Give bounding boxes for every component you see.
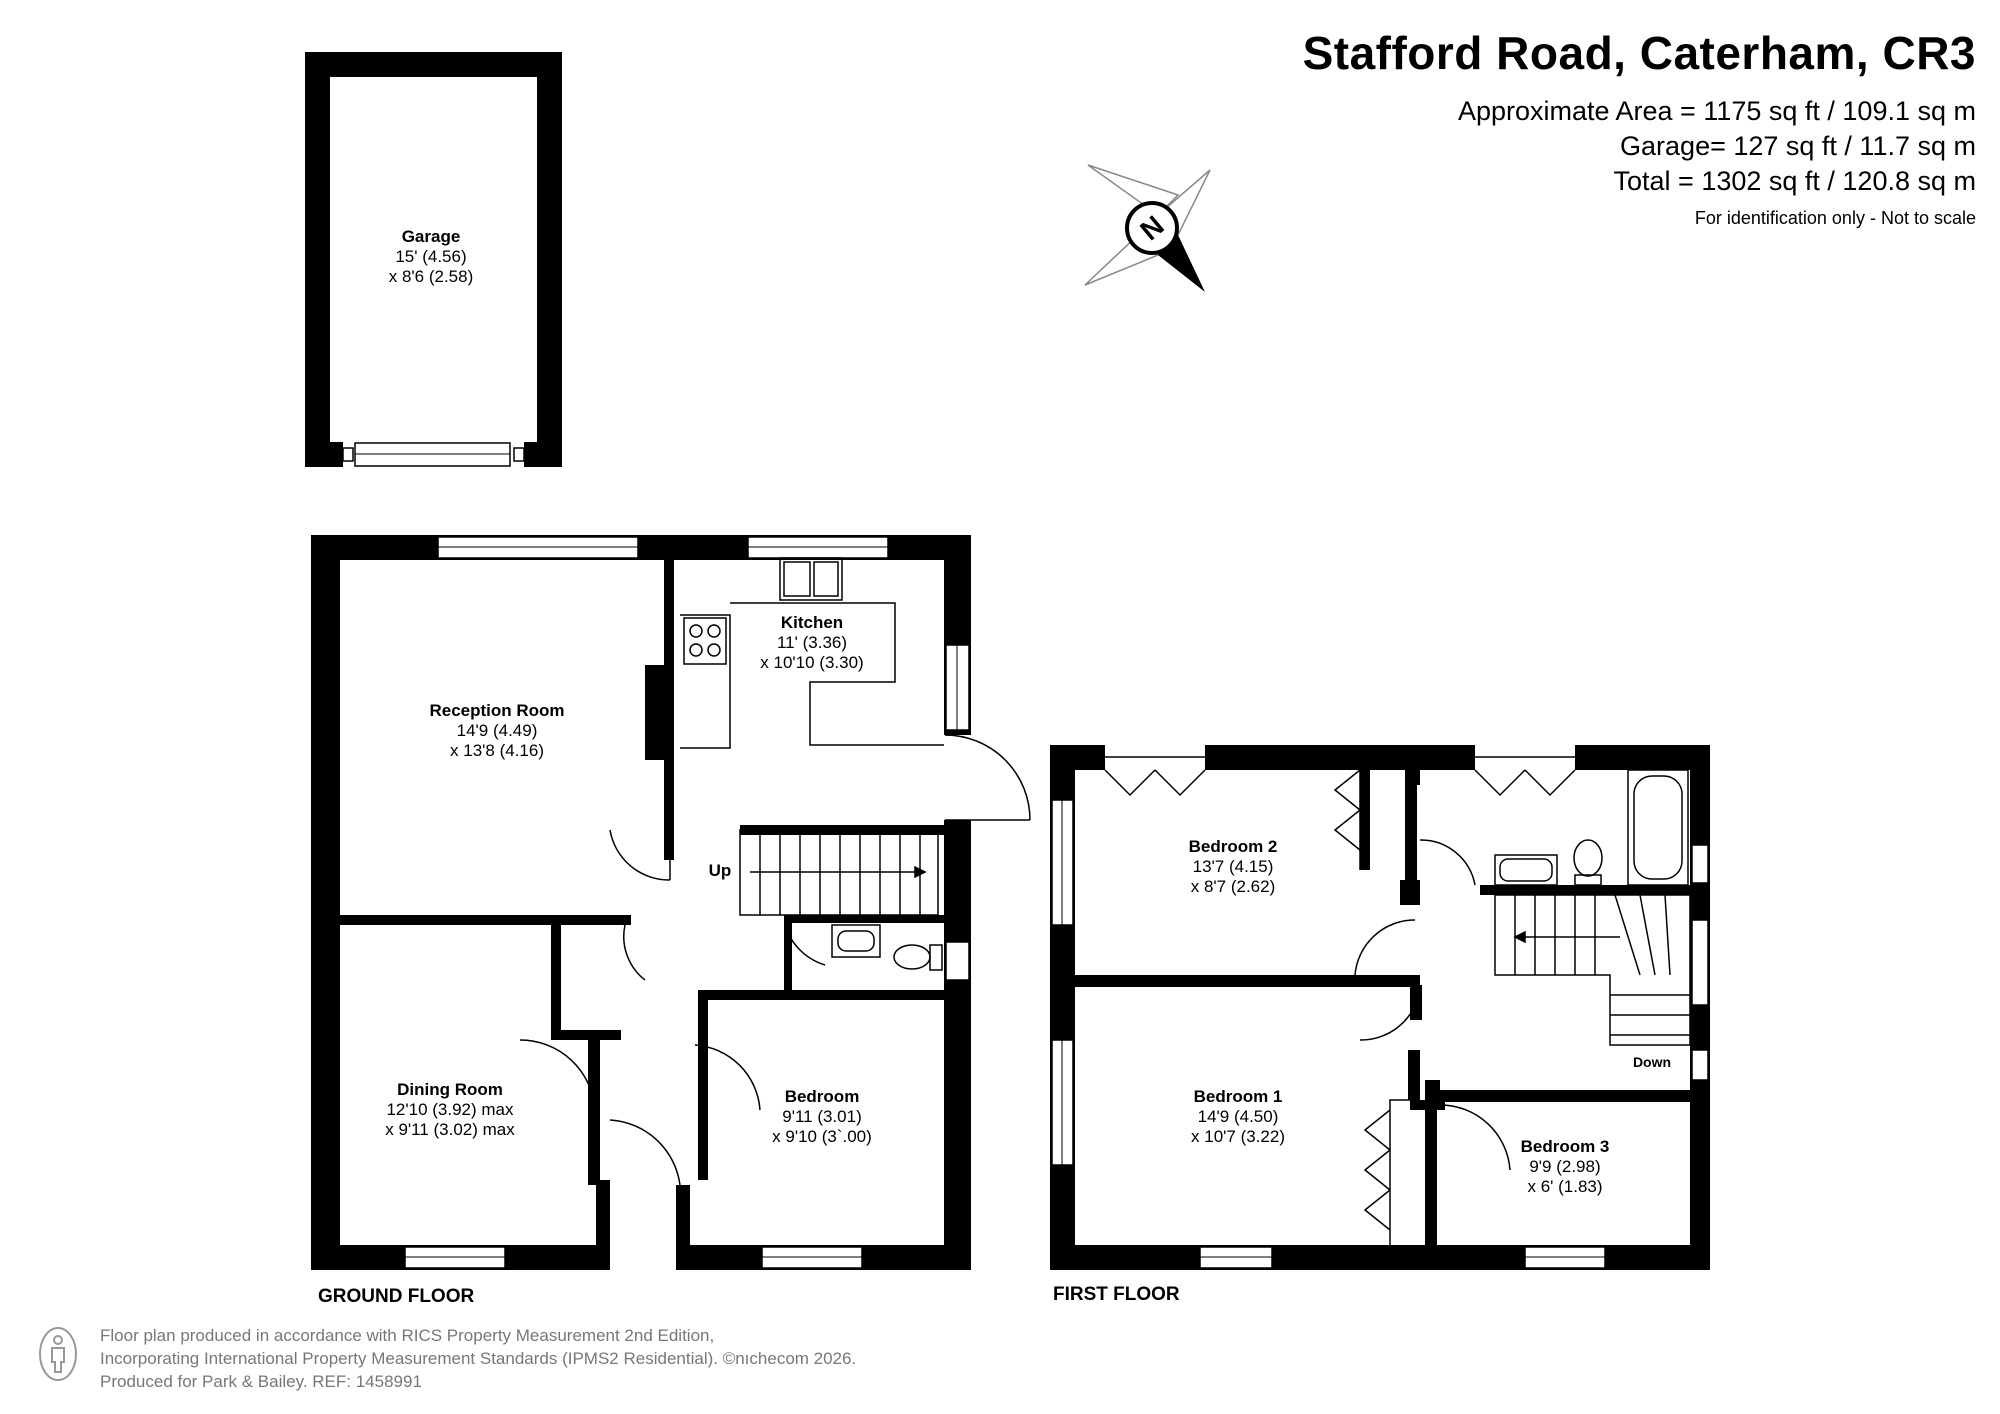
bath-icon (1627, 769, 1689, 886)
bedroom3-name: Bedroom 3 (1521, 1137, 1610, 1156)
person-scale-icon (39, 1327, 77, 1381)
ground-floor-doors (519, 734, 1031, 1186)
bedroom3-dim1: 9'9 (2.98) (1529, 1157, 1600, 1176)
first-floor-doors (1354, 839, 1511, 1171)
dining-room-dim2: x 9'11 (3.02) max (385, 1120, 515, 1139)
reception-room-dim1: 14'9 (4.49) (457, 721, 538, 740)
landing-window-2 (1691, 1049, 1709, 1081)
footer-line-1: Floor plan produced in accordance with R… (100, 1326, 715, 1345)
first-floor-stairs (1494, 894, 1691, 1046)
bathroom-fixtures (1494, 769, 1689, 886)
first-floor-label: FIRST FLOOR (1053, 1284, 1180, 1305)
stairs-up-label: Up (709, 861, 732, 880)
garage-name: Garage (402, 227, 461, 246)
bedroom-name: Bedroom (785, 1087, 860, 1106)
footer-line-3: Produced for Park & Bailey. REF: 1458991 (100, 1372, 422, 1391)
bathroom-basin-icon (1494, 854, 1558, 886)
bathroom-toilet-icon (1573, 839, 1603, 877)
compass-rose-icon: N (1084, 164, 1211, 292)
wc-window (945, 941, 970, 981)
wc-basin-icon (831, 924, 881, 958)
ground-floor-label: GROUND FLOOR (318, 1286, 474, 1307)
bedroom1-name: Bedroom 1 (1194, 1087, 1283, 1106)
garage-dim2: x 8'6 (2.58) (389, 267, 474, 286)
landing-window (1691, 919, 1709, 1006)
property-title: Stafford Road, Caterham, CR3 (1302, 27, 1976, 79)
garage-plan: Garage 15' (4.56) x 8'6 (2.58) (305, 52, 562, 467)
bathroom-window (1691, 844, 1709, 884)
garage-dim1: 15' (4.56) (395, 247, 466, 266)
ground-floor-plan: Up (311, 535, 1031, 1307)
bedroom2-name: Bedroom 2 (1189, 837, 1278, 856)
approximate-area: Approximate Area = 1175 sq ft / 109.1 sq… (1457, 96, 1976, 126)
kitchen-name: Kitchen (781, 613, 843, 632)
toilet-icon (893, 944, 931, 970)
bedroom2-wardrobe (1333, 769, 1361, 870)
bedroom2-dim1: 13'7 (4.15) (1193, 857, 1274, 876)
first-floor-plan: Down Bedroom 2 13'7 (4.15) x 8'7 (2.62) … (1050, 745, 1710, 1305)
kitchen-dim2: x 10'10 (3.30) (760, 653, 863, 672)
stairs-down-label: Down (1633, 1054, 1671, 1070)
bedroom1-wardrobe (1363, 1099, 1420, 1245)
dining-room-dim1: 12'10 (3.92) max (386, 1100, 514, 1119)
kitchen-sink-icon (779, 557, 843, 601)
reception-room-dim2: x 13'8 (4.16) (450, 741, 544, 760)
bedroom-dim1: 9'11 (3.01) (782, 1107, 861, 1126)
ground-floor-stairs (739, 829, 939, 916)
bedroom2-dim2: x 8'7 (2.62) (1191, 877, 1276, 896)
wc-fixtures (831, 924, 943, 971)
total-area: Total = 1302 sq ft / 120.8 sq m (1613, 166, 1976, 196)
bedroom1-dim1: 14'9 (4.50) (1198, 1107, 1279, 1126)
bedroom1-dim2: x 10'7 (3.22) (1191, 1127, 1285, 1146)
kitchen-units (680, 557, 944, 749)
bedroom3-dim2: x 6' (1.83) (1527, 1177, 1602, 1196)
reception-room-name: Reception Room (429, 701, 564, 720)
garage-area: Garage= 127 sq ft / 11.7 sq m (1620, 131, 1976, 161)
bedroom-dim2: x 9'10 (3`.00) (772, 1127, 872, 1146)
dining-room-name: Dining Room (397, 1080, 503, 1099)
kitchen-dim1: 11' (3.36) (777, 633, 847, 652)
scale-note: For identification only - Not to scale (1694, 208, 1976, 228)
juliet-balcony-doors (1104, 756, 1576, 797)
footer-line-2: Incorporating International Property Mea… (100, 1349, 857, 1368)
hob-icon (683, 617, 727, 665)
footer-credits: Floor plan produced in accordance with R… (100, 1324, 856, 1393)
